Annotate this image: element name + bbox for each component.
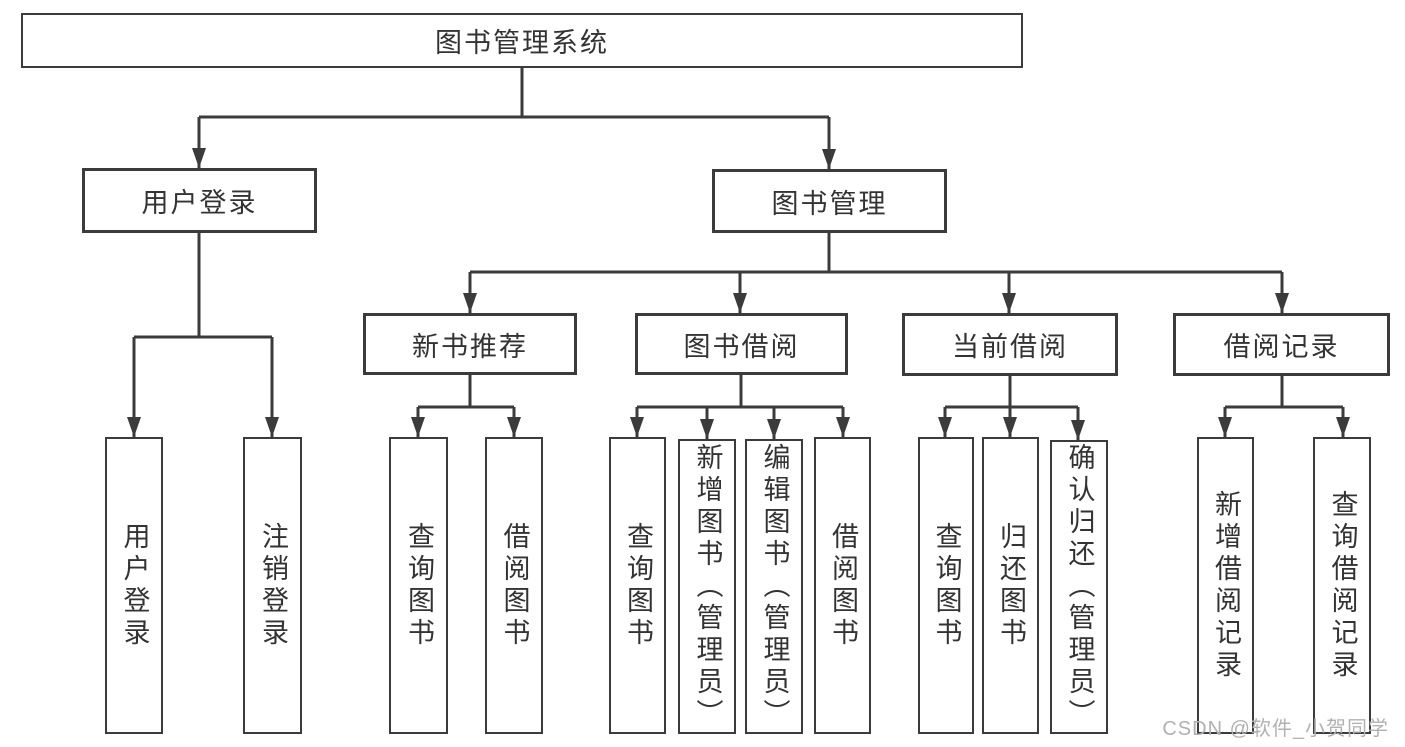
node-library-system-label: 图书管理系统 [435, 28, 609, 58]
leaf-logout: 注销登录 [243, 437, 302, 734]
leaf-add-borrow-record-label: 新增借阅记录 [1211, 489, 1241, 682]
leaf-return-books: 归还图书 [982, 437, 1039, 734]
leaf-logout-label: 注销登录 [258, 521, 288, 650]
node-current-borrow-label: 当前借阅 [952, 332, 1068, 362]
node-borrow-records: 借阅记录 [1173, 313, 1390, 376]
leaf-add-borrow-record: 新增借阅记录 [1197, 437, 1254, 734]
leaf-borrow-query-books-label: 查询图书 [623, 521, 653, 650]
leaf-recommend-query-books: 查询图书 [389, 437, 448, 734]
leaf-recommend-borrow-books-label: 借阅图书 [499, 521, 530, 650]
leaf-recommend-query-books-label: 查询图书 [404, 521, 434, 650]
node-current-borrow: 当前借阅 [902, 313, 1118, 376]
leaf-query-borrow-record: 查询借阅记录 [1313, 437, 1371, 734]
leaf-query-borrow-record-label: 查询借阅记录 [1327, 489, 1358, 682]
node-book-borrow-label: 图书借阅 [683, 331, 800, 362]
node-new-book-recommend-label: 新书推荐 [412, 331, 528, 362]
node-user-login-label: 用户登录 [141, 188, 258, 218]
leaf-user-login: 用户登录 [105, 437, 163, 734]
leaf-return-books-label: 归还图书 [996, 521, 1026, 650]
leaf-user-login-label: 用户登录 [119, 521, 150, 650]
node-book-management: 图书管理 [712, 169, 947, 233]
leaf-edit-books-admin-label: 编辑图书（管理员） [759, 442, 790, 731]
leaf-recommend-borrow-books: 借阅图书 [485, 437, 543, 734]
node-user-login: 用户登录 [82, 168, 317, 233]
leaf-borrow-books-label: 借阅图书 [828, 521, 858, 650]
leaf-confirm-return-admin-label: 确认归还（管理员） [1064, 443, 1095, 731]
watermark: CSDN @软件_小贺同学 [1162, 718, 1389, 740]
node-library-system: 图书管理系统 [21, 13, 1023, 68]
leaf-add-books-admin-label: 新增图书（管理员） [692, 442, 723, 731]
node-book-borrow: 图书借阅 [635, 313, 848, 375]
node-book-management-label: 图书管理 [771, 188, 888, 219]
leaf-borrow-books: 借阅图书 [814, 437, 871, 734]
node-new-book-recommend: 新书推荐 [363, 313, 577, 375]
leaf-borrow-query-books: 查询图书 [609, 437, 666, 734]
leaf-current-query-books: 查询图书 [918, 437, 974, 734]
node-borrow-records-label: 借阅记录 [1223, 332, 1340, 362]
leaf-current-query-books-label: 查询图书 [931, 521, 962, 650]
leaf-edit-books-admin: 编辑图书（管理员） [745, 439, 803, 734]
leaf-add-books-admin: 新增图书（管理员） [678, 439, 736, 734]
leaf-confirm-return-admin: 确认归还（管理员） [1050, 440, 1108, 734]
